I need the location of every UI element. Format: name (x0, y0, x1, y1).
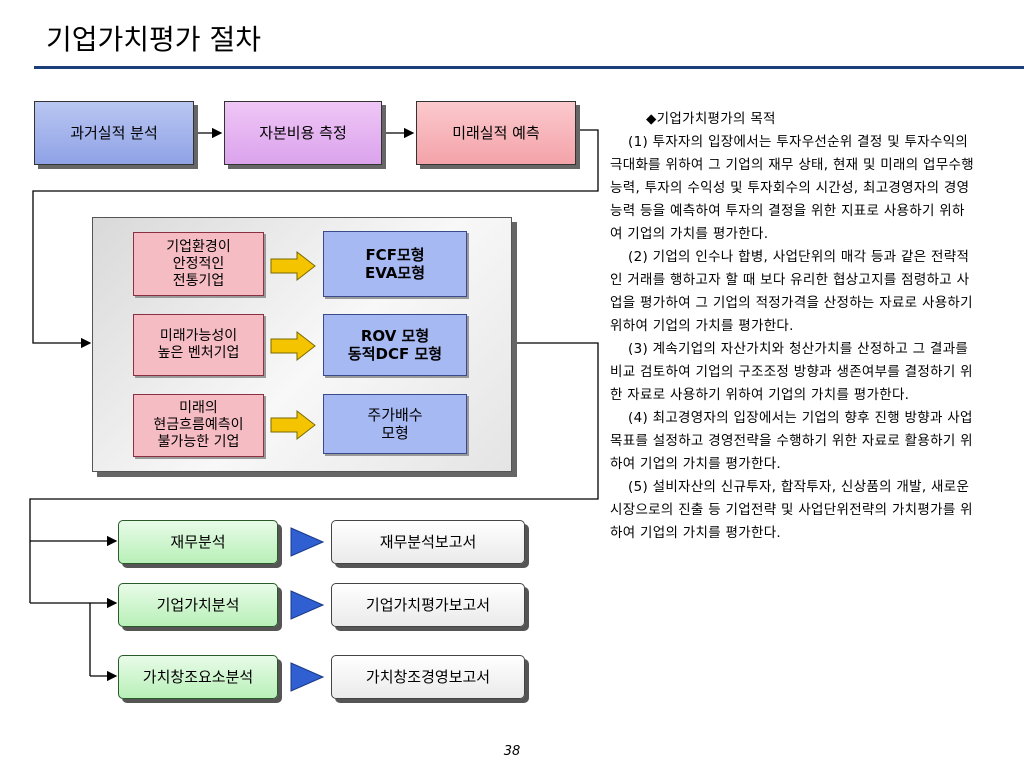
flow-to-outputs (29, 342, 599, 603)
value-analysis-box: 기업가치분석 (118, 583, 278, 627)
past-performance-analysis-box: 과거실적 분석 (34, 101, 194, 165)
model-rov-dcf: ROV 모형 동적DCF 모형 (323, 314, 467, 376)
case-stable-company: 기업환경이 안정적인 전통기업 (133, 232, 264, 296)
purpose-heading: ◆기업가치평가의 목적 (646, 111, 776, 127)
model-multiples: 주가배수 모형 (323, 394, 467, 454)
model-fcf-eva: FCF모형 EVA모형 (323, 231, 467, 297)
value-creation-report-box: 가치창조경영보고서 (331, 655, 525, 699)
purpose-text-column: ◆기업가치평가의 목적 (1) 투자자의 입장에서는 투자우선순위 결정 및 투… (610, 108, 976, 545)
value-creation-analysis-box: 가치창조요소분석 (118, 655, 278, 699)
title-divider (34, 66, 1024, 69)
purpose-paragraph: (5) 설비자산의 신규투자, 합작투자, 신상품의 개발, 새로운 시장으로의… (610, 479, 973, 541)
purpose-paragraph: (2) 기업의 인수나 합병, 사업단위의 매각 등과 같은 전략적인 거래를 … (610, 249, 973, 334)
page-number: 38 (503, 744, 521, 759)
future-performance-forecast-box: 미래실적 예측 (416, 101, 576, 165)
case-arrow-icon (270, 251, 316, 281)
case-venture-company: 미래가능성이 높은 벤처기업 (133, 314, 264, 376)
cost-of-capital-box: 자본비용 측정 (224, 101, 382, 165)
case-arrow-icon (270, 410, 316, 440)
financial-analysis-report-box: 재무분석보고서 (331, 520, 525, 564)
case-arrow-icon (270, 331, 316, 361)
purpose-paragraph: (1) 투자자의 입장에서는 투자우선순위 결정 및 투자수익의 극대화를 위하… (610, 134, 974, 242)
output-arrow-icon (290, 527, 324, 557)
case-unpredictable-company: 미래의 현금흐름예측이 불가능한 기업 (133, 394, 264, 457)
output-arrow-icon (290, 590, 324, 620)
output-arrow-icon (290, 662, 324, 692)
valuation-report-box: 기업가치평가보고서 (331, 583, 525, 627)
flow-to-valuation-panel (32, 129, 599, 349)
purpose-paragraph: (4) 최고경영자의 입장에서는 기업의 향후 진행 방향과 사업목표를 설정하… (610, 410, 973, 472)
financial-analysis-box: 재무분석 (118, 520, 278, 564)
page-title: 기업가치평가 절차 (46, 23, 261, 56)
purpose-paragraph: (3) 계속기업의 자산가치와 청산가치를 산정하고 그 결과를 비교 검토하여… (610, 341, 973, 403)
